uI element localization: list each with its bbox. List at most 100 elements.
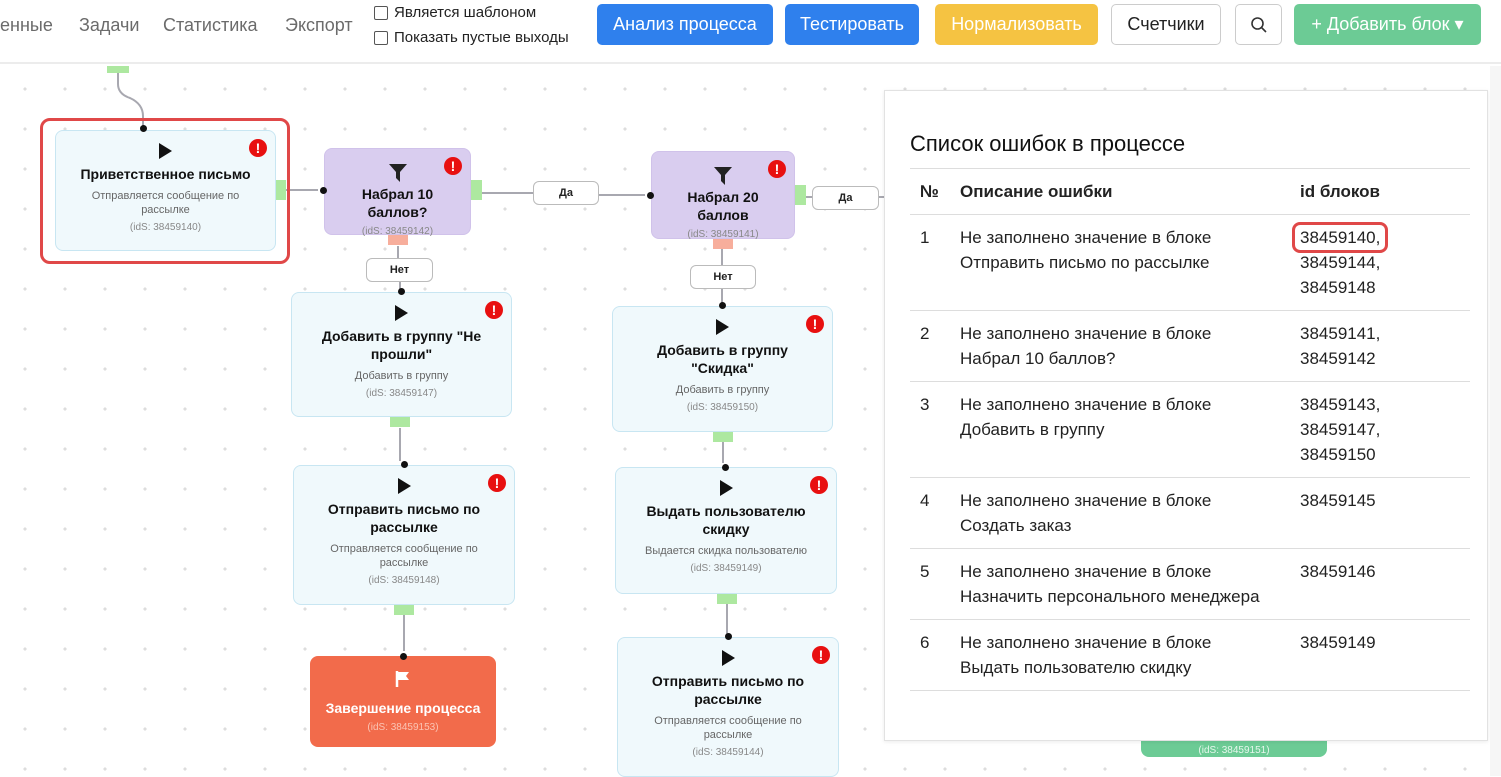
output-port[interactable] xyxy=(394,605,414,615)
error-list-panel: Список ошибок в процессе № Описание ошиб… xyxy=(884,90,1488,741)
test-button[interactable]: Тестировать xyxy=(785,4,919,45)
description-line: Не заполнено значение в блоке xyxy=(960,633,1212,652)
block-id[interactable]: 38459143, xyxy=(1300,395,1381,414)
description-line: Не заполнено значение в блоке xyxy=(960,491,1212,510)
node-ids: (idS: 38459151) xyxy=(1198,745,1270,756)
block-id[interactable]: 38459148 xyxy=(1300,278,1376,297)
play-icon xyxy=(159,143,172,159)
block-id[interactable]: 38459144, xyxy=(1300,253,1381,272)
row-block-ids: 38459145 xyxy=(1290,477,1470,549)
block-name: Набрал 10 баллов? xyxy=(960,349,1116,368)
input-dot xyxy=(719,302,726,309)
add-block-button[interactable]: + Добавить блок ▾ xyxy=(1294,4,1481,45)
output-port[interactable] xyxy=(107,66,129,73)
filter-icon xyxy=(714,167,732,185)
row-block-ids: 38459146 xyxy=(1290,548,1470,620)
block-id[interactable]: 38459140, xyxy=(1292,222,1389,253)
input-dot xyxy=(320,187,327,194)
counters-button[interactable]: Счетчики xyxy=(1111,4,1221,45)
node-title: Добавить в группу "Не прошли" xyxy=(321,328,482,362)
edge-label-no[interactable]: Нет xyxy=(366,258,433,282)
block-name: Назначить персонального менеджера xyxy=(960,587,1260,606)
nav-tab-tasks[interactable]: Задачи xyxy=(79,15,140,35)
block-id[interactable]: 38459147, xyxy=(1300,420,1381,439)
input-dot xyxy=(647,192,654,199)
column-description: Описание ошибки xyxy=(950,168,1290,215)
block-id[interactable]: 38459146 xyxy=(1300,562,1376,581)
node-description: Добавить в группу xyxy=(675,384,770,396)
node-title: Приветственное письмо xyxy=(80,166,251,182)
node-send-letter[interactable]: Отправить письмо по рассылке Отправляетс… xyxy=(293,465,515,605)
block-id[interactable]: 38459149 xyxy=(1300,633,1376,652)
node-send-letter-2[interactable]: Отправить письмо по рассылке Отправляетс… xyxy=(617,637,839,777)
yes-port[interactable] xyxy=(471,180,482,200)
node-title: Набрал 20 баллов xyxy=(687,189,759,223)
block-id[interactable]: 38459150 xyxy=(1300,445,1376,464)
analyze-process-button[interactable]: Анализ процесса xyxy=(597,4,773,45)
error-icon: ! xyxy=(249,139,267,157)
block-id[interactable]: 38459142 xyxy=(1300,349,1376,368)
empty-outputs-checkbox-label: Показать пустые выходы xyxy=(394,29,569,46)
node-condition-20[interactable]: Набрал 20 баллов (idS: 38459141) ! xyxy=(651,151,795,240)
no-port[interactable] xyxy=(713,239,733,249)
node-ids: (idS: 38459140) xyxy=(129,222,202,233)
edge-label-yes[interactable]: Да xyxy=(812,186,879,210)
output-port[interactable] xyxy=(713,432,733,442)
yes-port[interactable] xyxy=(795,185,806,205)
node-description: Отправляется сообщение по рассылке xyxy=(330,543,478,569)
normalize-button[interactable]: Нормализовать xyxy=(935,4,1098,45)
template-checkbox-label: Является шаблоном xyxy=(394,4,537,21)
nav-tab-export[interactable]: Экспорт xyxy=(285,15,353,35)
node-give-discount[interactable]: Выдать пользователю скидку Выдается скид… xyxy=(615,467,837,594)
node-add-group-failed[interactable]: Добавить в группу "Не прошли" Добавить в… xyxy=(291,292,512,417)
scrollbar[interactable] xyxy=(1490,66,1501,776)
node-description: Отправляется сообщение по рассылке xyxy=(654,715,802,741)
row-number: 5 xyxy=(910,548,950,620)
edge xyxy=(482,192,645,196)
template-checkbox[interactable]: Является шаблоном xyxy=(374,4,536,21)
node-title: Отправить письмо по рассылке xyxy=(327,501,481,535)
row-block-ids: 38459140,38459144, 38459148 xyxy=(1290,214,1470,311)
output-port[interactable] xyxy=(717,594,737,604)
node-title: Отправить письмо по рассылке xyxy=(651,673,805,707)
error-table: № Описание ошибки id блоков 1 Не заполне… xyxy=(910,168,1470,691)
node-ids: (idS: 38459150) xyxy=(686,402,759,413)
row-number: 2 xyxy=(910,310,950,382)
node-welcome-letter[interactable]: Приветственное письмо Отправляется сообщ… xyxy=(55,130,276,251)
no-port[interactable] xyxy=(388,235,408,245)
node-description: Выдается скидка пользователю xyxy=(644,545,807,557)
block-name: Добавить в группу xyxy=(960,420,1105,439)
empty-outputs-checkbox[interactable]: Показать пустые выходы xyxy=(374,29,569,46)
node-title: Завершение процесса xyxy=(325,700,481,716)
block-id[interactable]: 38459145 xyxy=(1300,491,1376,510)
nav-tab-partial[interactable]: енные xyxy=(0,15,53,35)
output-port[interactable] xyxy=(276,180,286,200)
node-end-process[interactable]: Завершение процесса (idS: 38459153) xyxy=(310,656,496,747)
node-condition-10[interactable]: Набрал 10 баллов? (idS: 38459142) ! xyxy=(324,148,471,237)
node-ids: (idS: 38459142) xyxy=(361,226,434,237)
edge-label-yes[interactable]: Да xyxy=(533,181,599,205)
description-line: Не заполнено значение в блоке xyxy=(960,228,1212,247)
checkbox-icon[interactable] xyxy=(374,30,388,45)
play-icon xyxy=(719,480,733,496)
edge-label-no[interactable]: Нет xyxy=(690,265,756,289)
block-id[interactable]: 38459141, xyxy=(1300,324,1381,343)
nav-tab-statistics[interactable]: Статистика xyxy=(163,15,258,35)
checkbox-icon[interactable] xyxy=(374,5,388,20)
error-icon: ! xyxy=(485,301,503,319)
output-port[interactable] xyxy=(390,417,410,427)
error-icon: ! xyxy=(812,646,830,664)
input-dot xyxy=(722,464,729,471)
node-add-group-discount[interactable]: Добавить в группу "Скидка" Добавить в гр… xyxy=(612,306,833,432)
filter-icon xyxy=(388,164,407,182)
input-dot xyxy=(400,653,407,660)
node-ids: (idS: 38459153) xyxy=(367,722,439,733)
search-button[interactable] xyxy=(1235,4,1282,45)
